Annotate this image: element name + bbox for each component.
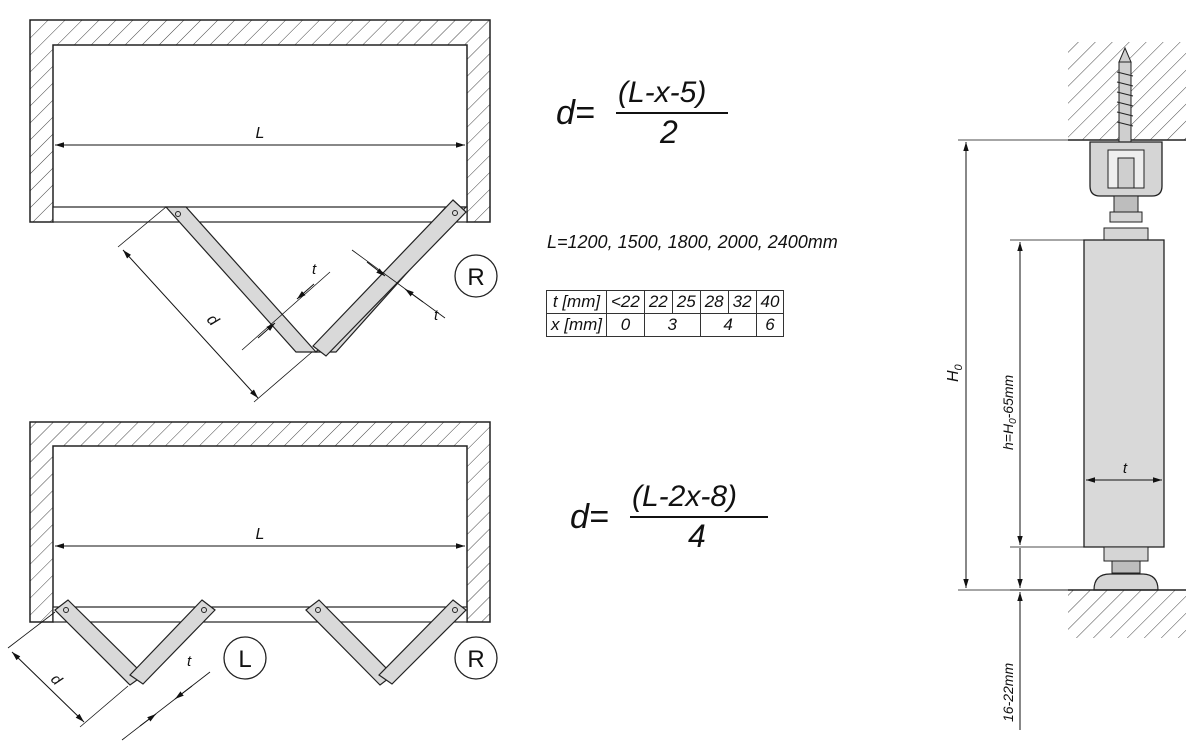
table-cell: 0 [606, 313, 645, 337]
top-rail [52, 206, 468, 223]
formula-top-denominator: 2 [660, 114, 678, 150]
formula-top-numerator: (L-x-5) [618, 76, 707, 109]
top-thickness-label-right: t [434, 307, 439, 324]
door-height-label: h=H0-65mm [1000, 374, 1019, 450]
table-cell: 4 [699, 313, 757, 337]
bottom-thickness-label: t [187, 653, 192, 670]
top-side-label: R [467, 264, 484, 291]
floor-gap-label: 16-22mm [1000, 663, 1016, 722]
mounting-screw [1116, 46, 1134, 147]
top-thickness-dimension-left: t [241, 261, 331, 351]
formula-bottom: d= (L-2x-8) 4 [570, 480, 780, 560]
top-track-bracket [1089, 141, 1163, 241]
formula-top: d= (L-x-5) 2 [556, 76, 746, 158]
table-cell: 40 [755, 290, 785, 314]
top-length-dimension: L [55, 125, 465, 148]
available-lengths: L=1200, 1500, 1800, 2000, 2400mm [547, 232, 838, 252]
formula-bottom-bar [630, 516, 768, 518]
bottom-cabinet-frame [29, 421, 491, 623]
top-thickness-dimension-right: t [351, 249, 446, 324]
bottom-width-label: d [47, 671, 65, 689]
table-cell: 22 [643, 290, 673, 314]
table-row-t: t [mm] <22 22 25 28 32 40 [546, 290, 785, 314]
table-cell: 28 [699, 290, 729, 314]
floor-gap-dimension: 16-22mm [1000, 548, 1068, 730]
bottom-folded-doors [54, 599, 467, 686]
formula-bottom-lhs: d= [570, 498, 609, 536]
table-header-x: x [mm] [546, 313, 607, 337]
bottom-width-dimension: d [7, 611, 129, 728]
bottom-left-label: L [238, 646, 251, 673]
bottom-length-dimension: L [55, 526, 465, 549]
table-cell: 25 [671, 290, 701, 314]
top-width-dimension: d [117, 206, 313, 403]
thickness-offset-table: t [mm] <22 22 25 28 32 40 x [mm] 0 3 4 6 [546, 290, 785, 337]
top-length-label: L [256, 125, 265, 142]
table-cell: 3 [643, 313, 701, 337]
top-folded-doors [164, 199, 468, 357]
formula-top-lhs: d= [556, 94, 595, 132]
top-cabinet-frame [29, 19, 491, 223]
formula-top-bar [616, 112, 728, 114]
bottom-right-label: R [467, 646, 484, 673]
formula-bottom-numerator: (L-2x-8) [632, 480, 738, 513]
door-height-dimension: h=H0-65mm [1000, 239, 1084, 548]
table-header-t: t [mm] [546, 290, 607, 314]
table-cell: 32 [727, 290, 757, 314]
bottom-length-label: L [256, 526, 265, 543]
door-thickness-dimension: t [1086, 460, 1162, 483]
bottom-rail [52, 606, 468, 623]
top-side-badge: R [454, 254, 498, 298]
table-row-x: x [mm] 0 3 4 6 [546, 313, 785, 337]
bottom-left-badge: L [223, 636, 267, 680]
door-panel [1083, 239, 1165, 548]
floor-block [1068, 589, 1186, 638]
table-cell: 6 [755, 313, 785, 337]
bottom-thickness-dimension: t [121, 653, 211, 741]
top-thickness-label: t [312, 261, 317, 278]
door-thickness-label: t [1123, 460, 1128, 477]
total-height-dimension: H0 [945, 139, 1068, 591]
top-width-label: d [203, 311, 222, 330]
formula-bottom-denominator: 4 [688, 518, 706, 554]
total-height-label: H0 [945, 363, 965, 382]
bottom-guide [1093, 546, 1159, 591]
table-cell: <22 [606, 290, 645, 314]
bottom-right-badge: R [454, 636, 498, 680]
